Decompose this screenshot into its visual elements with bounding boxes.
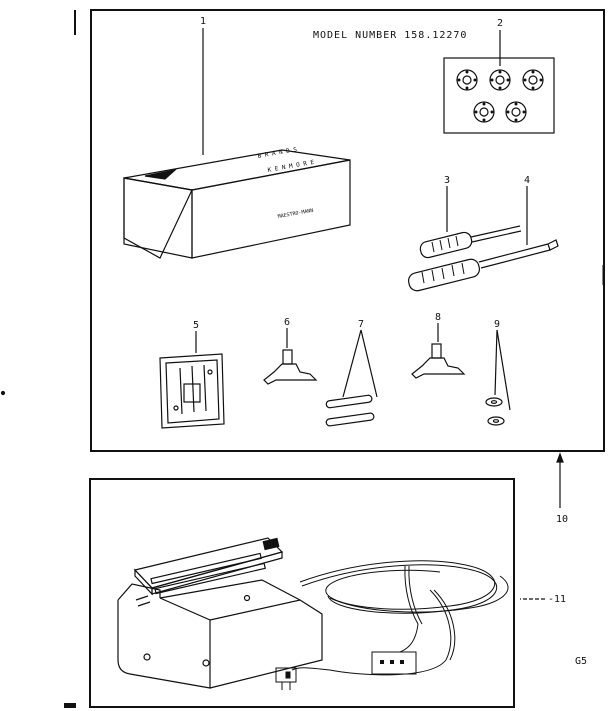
callout-4: 4 [524, 175, 531, 186]
callout-5: 5 [193, 320, 200, 331]
edge-marks-icon [0, 10, 605, 708]
callout-2: 2 [497, 18, 504, 29]
accessory-box-icon: B R A N D S K E N M O R E MAESTRO·MANN [123, 146, 351, 259]
svg-text:MAESTRO·MANN: MAESTRO·MANN [277, 208, 314, 220]
foot-control-frame [89, 478, 515, 708]
callout-10: 10 [556, 514, 569, 525]
accessories-frame [90, 9, 605, 452]
callout-9: 9 [494, 319, 501, 330]
callout-1: 1 [200, 16, 207, 27]
callout-8: 8 [435, 312, 442, 323]
callout-6: 6 [284, 317, 291, 328]
washer-icon [485, 397, 505, 426]
bobbin-icon [443, 57, 555, 134]
needle-plate-icon [159, 353, 225, 429]
callout-11: -11 [548, 594, 567, 605]
screwdriver-icon [407, 225, 559, 292]
page-code: G5 [575, 656, 588, 667]
power-cord-icon [275, 560, 509, 690]
spindle-icon [325, 394, 375, 427]
callout-7: 7 [358, 319, 365, 330]
callout-3: 3 [444, 175, 451, 186]
presser-foot-icon [263, 343, 466, 385]
leader-lines [195, 28, 564, 600]
model-number-label: MODEL NUMBER 158.12270 [313, 30, 468, 41]
foot-controller-icon [117, 537, 323, 689]
svg-text:B R A N D S: B R A N D S [257, 146, 298, 160]
